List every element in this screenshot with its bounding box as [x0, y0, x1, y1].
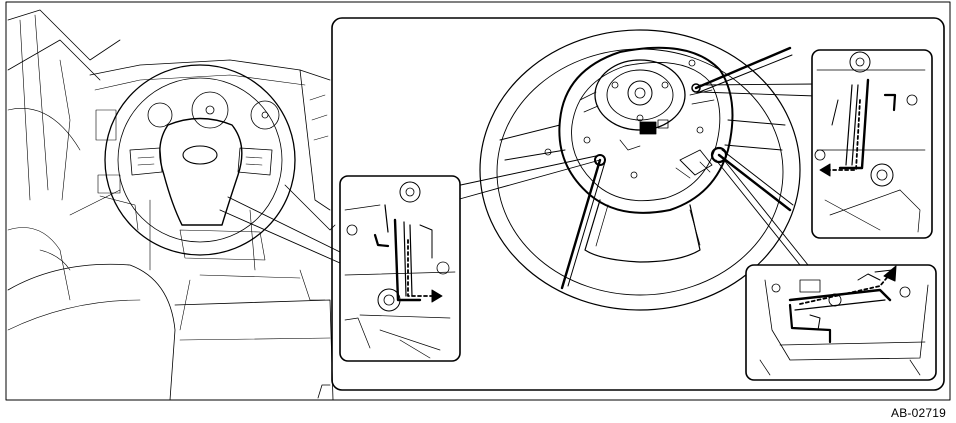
car-interior-view — [8, 10, 335, 400]
lower-right-clip-detail — [746, 265, 936, 380]
left-clip-detail — [340, 176, 460, 361]
figure-reference-code: AB-02719 — [891, 406, 946, 420]
leader-line — [716, 160, 800, 265]
dashed-arrow-icon — [830, 100, 860, 170]
leader-line — [700, 92, 816, 96]
leader-line — [456, 160, 600, 200]
leader-line — [228, 197, 340, 252]
leader-line — [724, 160, 808, 265]
figure-frame — [6, 2, 950, 400]
leader-line — [220, 210, 340, 263]
leader-line — [700, 84, 816, 85]
upper-right-clip-detail — [812, 50, 932, 238]
dashed-arrow-icon — [800, 274, 890, 304]
tool-lines — [562, 48, 793, 288]
dashed-arrow-icon — [408, 240, 432, 296]
access-hole-left — [595, 155, 605, 165]
leader-line — [456, 156, 596, 186]
main-detail-panel — [332, 18, 944, 390]
access-hole-right — [712, 148, 726, 162]
